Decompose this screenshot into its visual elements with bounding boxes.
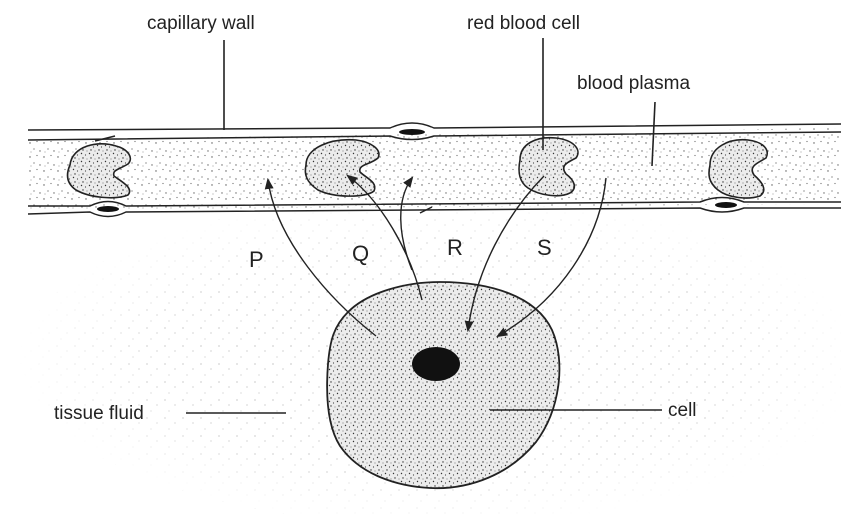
pathway-label-r: R	[447, 235, 463, 260]
pathway-label-s: S	[537, 235, 552, 260]
cell-nucleus	[412, 347, 460, 381]
label-cell: cell	[668, 400, 697, 421]
pathway-label-q: Q	[352, 241, 369, 266]
endothelial-nucleus	[97, 206, 119, 212]
endothelial-nucleus	[715, 202, 737, 208]
label-capillary-wall: capillary wall	[147, 13, 255, 34]
label-blood-plasma: blood plasma	[577, 73, 690, 94]
endothelial-nucleus	[399, 129, 425, 135]
label-red-blood-cell: red blood cell	[467, 13, 580, 34]
pathway-label-p: P	[249, 247, 264, 272]
label-tissue-fluid: tissue fluid	[54, 403, 144, 424]
